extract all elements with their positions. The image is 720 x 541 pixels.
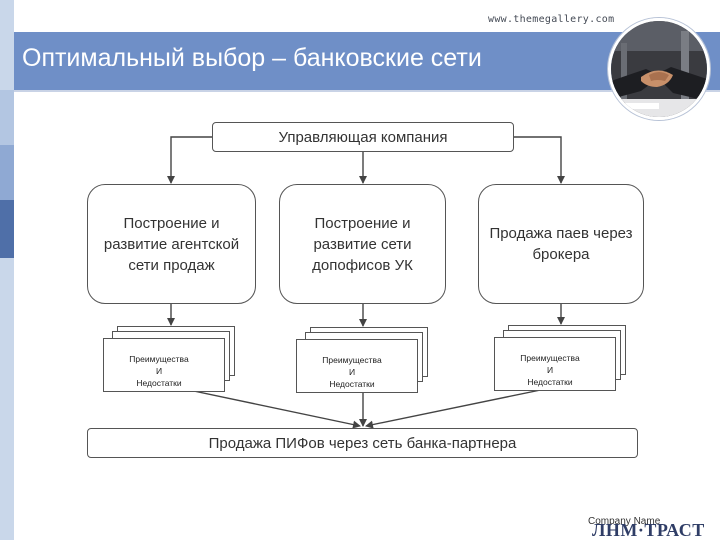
branch-box-agent-network: Построение и развитие агентской сети про… bbox=[87, 184, 256, 304]
pros-cons-stack: Преимущества И Недостатки bbox=[494, 325, 634, 391]
bank-partner-sales-box: Продажа ПИФов через сеть банка-партнера bbox=[87, 428, 638, 458]
branch-box-office-network: Построение и развитие сети допофисов УК bbox=[279, 184, 446, 304]
company-name-label: Company Name bbox=[588, 516, 661, 527]
management-company-box: Управляющая компания bbox=[212, 122, 514, 152]
cons-label: Недостатки bbox=[329, 379, 375, 389]
branch-label: Построение и развитие сети допофисов УК bbox=[312, 214, 413, 274]
branch-box-broker-sales: Продажа паев через брокера bbox=[478, 184, 644, 304]
slide-title: Оптимальный выбор – банковские сети bbox=[22, 44, 482, 72]
document-sheet: Преимущества И Недостатки bbox=[103, 338, 225, 392]
branch-label: Построение и развитие агентской сети про… bbox=[103, 214, 240, 274]
strip-segment bbox=[0, 145, 14, 200]
document-sheet: Преимущества И Недостатки bbox=[296, 339, 418, 393]
title-bar bbox=[14, 32, 720, 92]
and-label: И bbox=[155, 366, 163, 376]
pros-label: Преимущества bbox=[129, 354, 189, 364]
pros-cons-stack: Преимущества И Недостатки bbox=[296, 327, 436, 393]
pros-cons-text: Преимущества И Недостатки bbox=[495, 352, 605, 388]
website-label: www.themegallery.com bbox=[488, 14, 615, 25]
handshake-photo bbox=[608, 18, 710, 120]
bank-partner-sales-label: Продажа ПИФов через сеть банка-партнера bbox=[208, 434, 517, 452]
left-decor-strip bbox=[0, 0, 14, 540]
handshake-photo-icon bbox=[611, 21, 707, 117]
pros-label: Преимущества bbox=[322, 355, 382, 365]
branch-label: Продажа паев через брокера bbox=[489, 225, 633, 263]
company-logo: ЛНМ·ТРАСТ bbox=[592, 520, 705, 540]
pros-cons-stack: Преимущества И Недостатки bbox=[103, 326, 243, 392]
cons-label: Недостатки bbox=[136, 378, 182, 388]
and-label: И bbox=[348, 367, 356, 377]
document-sheet: Преимущества И Недостатки bbox=[494, 337, 616, 391]
cons-label: Недостатки bbox=[527, 377, 573, 387]
strip-segment bbox=[0, 200, 14, 258]
strip-segment bbox=[0, 90, 14, 145]
and-label: И bbox=[546, 365, 554, 375]
pros-cons-text: Преимущества И Недостатки bbox=[297, 354, 407, 390]
management-company-label: Управляющая компания bbox=[278, 128, 448, 146]
pros-cons-text: Преимущества И Недостатки bbox=[104, 353, 214, 389]
pros-label: Преимущества bbox=[520, 353, 580, 363]
